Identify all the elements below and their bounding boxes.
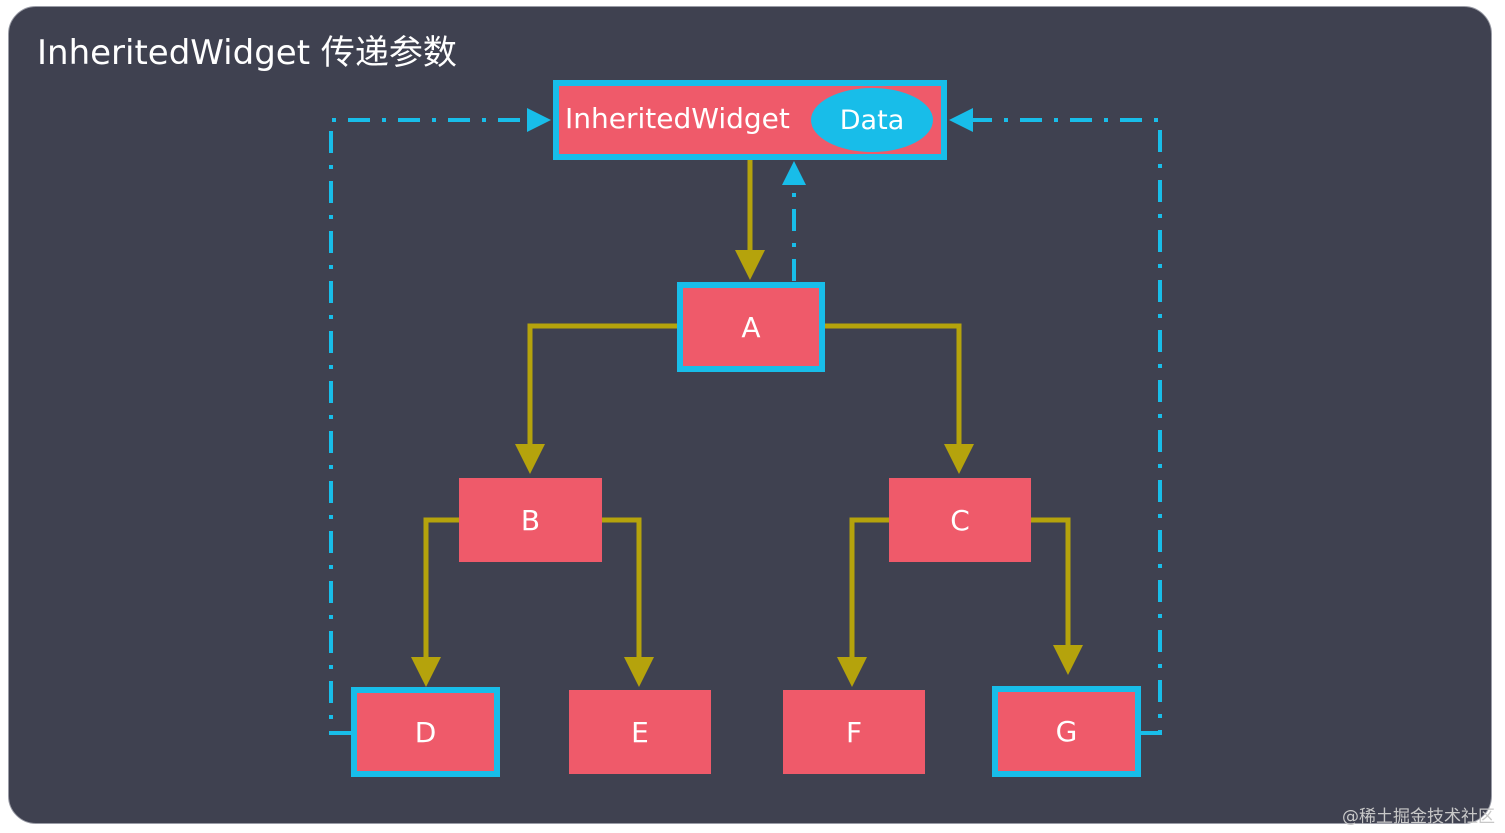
tree-arrow-c-f	[837, 517, 889, 687]
tree-arrow-b-e	[601, 517, 654, 687]
tree-arrow-a-c	[821, 323, 974, 474]
diagram-connectors	[329, 108, 1162, 735]
node-e: E	[569, 690, 711, 774]
data-ellipse: Data	[811, 88, 933, 152]
node-b: B	[459, 478, 602, 562]
slide-canvas: InheritedWidget 传递参数	[8, 6, 1492, 824]
inherited-widget-node: InheritedWidget Data	[553, 80, 947, 160]
node-d: D	[351, 687, 500, 777]
tree-arrow-c-g	[1031, 517, 1083, 675]
tree-arrow-b-d	[411, 517, 459, 687]
tree-arrow-a-b	[515, 323, 677, 474]
node-f: F	[783, 690, 925, 774]
inherited-widget-label: InheritedWidget	[565, 102, 790, 135]
dependency-line-d	[329, 108, 551, 735]
node-a: A	[677, 282, 825, 372]
dependency-line-g	[949, 108, 1162, 735]
page-title: InheritedWidget 传递参数	[37, 33, 457, 73]
node-c: C	[889, 478, 1031, 562]
watermark: @稀土掘金技术社区	[1342, 807, 1495, 827]
node-g: G	[992, 686, 1141, 777]
